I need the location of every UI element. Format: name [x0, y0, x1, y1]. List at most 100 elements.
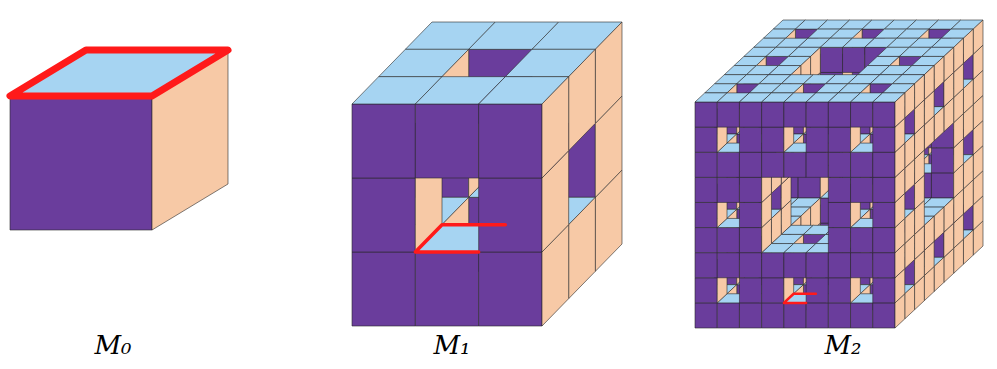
cube-front-face	[784, 253, 806, 278]
cube-front-face	[873, 228, 895, 253]
highlight-outline	[415, 225, 505, 252]
cube-front-face	[762, 152, 784, 177]
cube-front-face	[828, 303, 850, 328]
cube-front-face	[739, 127, 761, 152]
cube-front-face	[851, 228, 873, 253]
cube-right-face	[944, 198, 954, 232]
cube-front-face	[352, 252, 415, 326]
cube-front-face	[695, 177, 717, 202]
cube-front-face	[717, 228, 739, 253]
cube-front-face	[828, 278, 850, 303]
cube-front-face	[828, 152, 850, 177]
cube-front-face	[739, 253, 761, 278]
cube-front-face	[717, 177, 739, 202]
cube-front-face	[717, 152, 739, 177]
cube-right-face	[915, 75, 925, 109]
cube-front-face	[828, 102, 850, 127]
cube-front-face	[695, 278, 717, 303]
cube-front-face	[873, 152, 895, 177]
cube-front-face	[828, 127, 850, 152]
cube-front-face	[415, 252, 478, 326]
cube-front-face	[479, 252, 542, 326]
cube-front-face	[762, 253, 784, 278]
cube-right-face	[895, 93, 905, 127]
cube-front-face	[739, 202, 761, 227]
iteration-label: M₁	[433, 330, 470, 360]
cube-right-face	[934, 56, 944, 90]
cube-front-face	[851, 152, 873, 177]
cube-front-face	[851, 102, 873, 127]
cube-right-face	[905, 285, 915, 319]
cube-right-face	[905, 134, 915, 168]
cube-front-face	[931, 173, 953, 198]
cube-front-face	[739, 278, 761, 303]
cube-right-face	[924, 66, 934, 100]
cube-front-face	[806, 152, 828, 177]
cube-front-face	[479, 178, 542, 252]
cube-front-face	[873, 303, 895, 328]
cube-front-face	[784, 152, 806, 177]
cube-front-face	[828, 253, 850, 278]
cube-front-face	[851, 253, 873, 278]
cube-front-face	[762, 278, 784, 303]
stage-label: M₂	[824, 332, 861, 358]
cube-front-face	[843, 47, 865, 72]
iteration-label: M₀	[94, 330, 131, 360]
cube-front-face	[717, 102, 739, 127]
highlight-outline	[784, 294, 816, 303]
cube-front-face	[873, 253, 895, 278]
cube-right-face	[963, 230, 973, 264]
cube-front-face	[739, 228, 761, 253]
cube-right-face	[963, 79, 973, 113]
cube-front-face	[695, 303, 717, 328]
cube-front-face	[762, 102, 784, 127]
cube-front-face	[806, 127, 828, 152]
cube-front-face	[806, 303, 828, 328]
cube-right-face	[924, 216, 934, 250]
cube-front-face	[695, 152, 717, 177]
cube-front-face	[352, 178, 415, 252]
cube-front-face	[806, 253, 828, 278]
cube-front-face	[873, 127, 895, 152]
cube-front-face	[739, 102, 761, 127]
cube-right-face	[569, 197, 596, 298]
cube-front-face	[851, 303, 873, 328]
cube-front-face	[828, 228, 850, 253]
cube-front-face	[806, 278, 828, 303]
stage-label: M₁	[433, 332, 470, 358]
cube-front-face	[828, 202, 850, 227]
cube-front-face	[762, 303, 784, 328]
cube-front-face	[828, 177, 850, 202]
cube-front-face	[931, 148, 953, 173]
cube-front-face	[415, 104, 478, 178]
cube-front-face	[739, 303, 761, 328]
cube-front-face	[352, 104, 415, 178]
cube-right-face	[542, 77, 569, 178]
cube-front-face	[873, 278, 895, 303]
cube-right-face	[595, 22, 622, 123]
cube-front-face	[873, 202, 895, 227]
cube-right-face	[973, 20, 983, 54]
cube-front-face	[695, 102, 717, 127]
cube-right-face	[905, 209, 915, 243]
cube-front-face	[695, 228, 717, 253]
cube-front-face	[695, 127, 717, 152]
cube-front-face	[851, 177, 873, 202]
cube-front-face	[10, 96, 152, 230]
highlight-outline	[10, 50, 228, 96]
iteration-label: M₂	[824, 330, 861, 360]
cube-right-face	[944, 47, 954, 81]
cube-right-face	[963, 155, 973, 189]
cube-front-face	[820, 47, 842, 72]
cube-front-face	[873, 102, 895, 127]
cube-right-face	[954, 38, 964, 72]
cube-front-face	[695, 202, 717, 227]
cube-right-face	[934, 257, 944, 291]
cube-right-face	[934, 107, 944, 141]
cube-front-face	[739, 177, 761, 202]
cube-front-face	[806, 102, 828, 127]
cube-front-face	[695, 253, 717, 278]
cube-front-face	[784, 303, 806, 328]
